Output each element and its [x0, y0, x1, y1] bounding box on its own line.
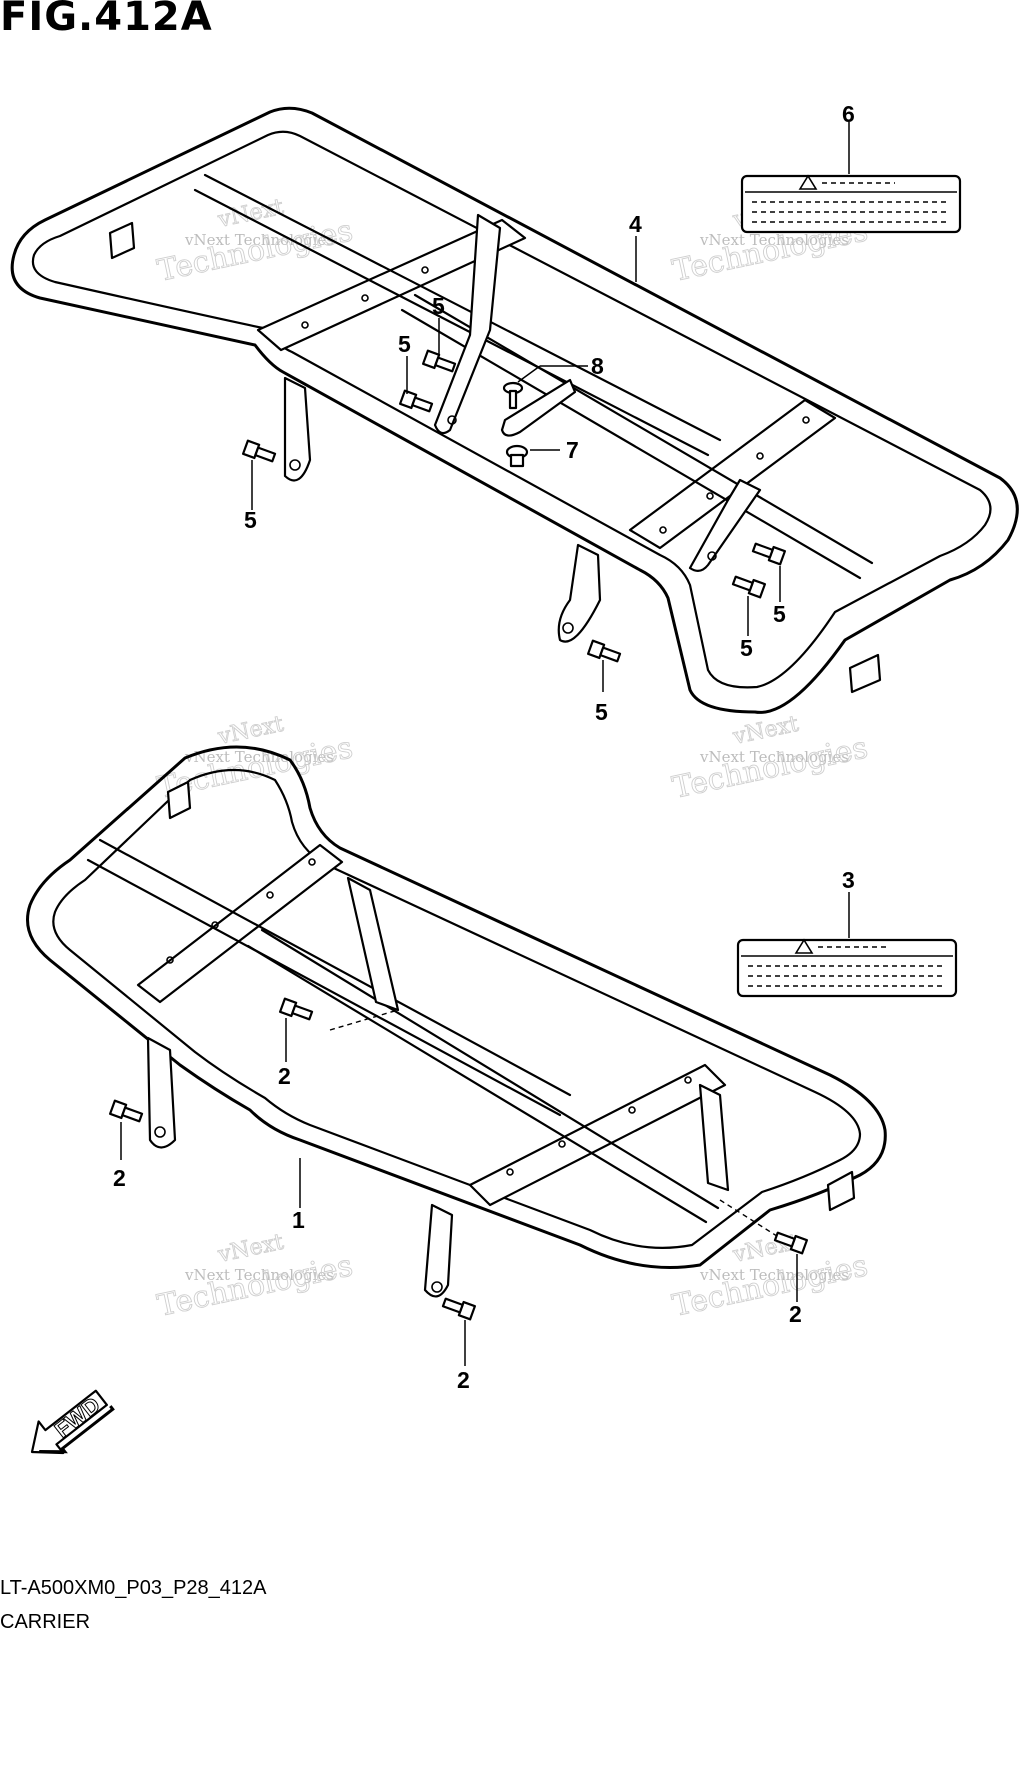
front-carrier-stay-left [86, 838, 572, 1117]
figure-code: LT-A500XM0_P03_P28_412A [0, 1577, 267, 1599]
bolt-5f [751, 542, 787, 566]
bolt-5e [731, 575, 767, 599]
nut-7 [505, 444, 529, 468]
front-carrier-stay-center [246, 928, 720, 1224]
rear-carrier-stay-left [193, 173, 722, 457]
callout-5-top: 5 [432, 293, 445, 319]
callout-6: 6 [842, 101, 855, 127]
rear-carrier-end-cap-rear [848, 653, 882, 694]
callout-2-b: 2 [113, 1165, 126, 1191]
callout-5-right-a: 5 [773, 601, 786, 627]
front-carrier-end-cap-front [166, 780, 192, 820]
callout-2-a: 2 [278, 1063, 291, 1089]
front-carrier-hidden-line-left [329, 1009, 399, 1031]
rear-carrier-leg-inner-left [433, 213, 502, 435]
callout-5-right-b: 5 [740, 635, 753, 661]
front-carrier [26, 745, 887, 1298]
bolt-5a [241, 439, 277, 463]
rear-carrier [10, 106, 1019, 714]
rear-carrier-inner-bracket [500, 378, 577, 437]
front-carrier-inner-tube [52, 768, 862, 1249]
warning-label-part-6 [740, 174, 962, 234]
watermark-6: vNext vNext Technologies Technologies [669, 1229, 871, 1324]
callout-3: 3 [842, 867, 855, 893]
watermark-text: vNext [730, 712, 801, 750]
watermark-1: vNext vNext Technologies Technologies [154, 194, 356, 289]
watermark-text: vNext Technologies [184, 748, 334, 766]
callout-1: 1 [292, 1207, 305, 1233]
bolt-5b [421, 349, 457, 373]
front-carrier-hidden-line-right [719, 1199, 781, 1239]
callout-4: 4 [629, 211, 642, 237]
rear-carrier-rear-crossbar [628, 398, 837, 550]
front-carrier-bolt-holes [166, 858, 692, 1176]
callout-2-c: 2 [789, 1301, 802, 1327]
watermark-4: vNext vNext Technologies Technologies [669, 711, 871, 806]
front-carrier-front-crossbar [136, 843, 344, 1004]
watermark-group: vNext vNext Technologies Technologies vN… [154, 194, 871, 1324]
rear-carrier-leg-front-left [283, 376, 312, 482]
rear-carrier-leg-front-right [557, 543, 602, 643]
watermark-text: vNext Technologies [699, 748, 849, 766]
rear-carrier-front-crossbar [256, 218, 527, 352]
figure-title: FIG.412A [0, 0, 213, 40]
watermark-text: vNext Technologies [184, 231, 334, 249]
callout-2-d: 2 [457, 1367, 470, 1393]
rear-carrier-bolt-holes [301, 236, 810, 534]
rear-carrier-end-cap-front [108, 221, 136, 260]
watermark-5: vNext vNext Technologies Technologies [154, 1229, 356, 1324]
watermark-text: vNext [215, 195, 286, 233]
watermark-text: vNext [215, 712, 286, 750]
bolt-2c [441, 1297, 477, 1321]
rear-carrier-outer-tube [10, 106, 1019, 714]
bolt-5c [398, 389, 434, 413]
front-carrier-end-cap-rear [826, 1170, 856, 1212]
callout-5-bottom: 5 [595, 699, 608, 725]
bolt-5d [586, 639, 622, 663]
callout-8: 8 [591, 353, 604, 379]
screw-8 [502, 381, 524, 410]
callout-7: 7 [566, 437, 579, 463]
front-carrier-outer-tube [26, 745, 887, 1269]
rear-carrier-leg-inner-right [688, 478, 762, 572]
watermark-text: vNext Technologies [699, 231, 849, 249]
callout-5-left: 5 [244, 507, 257, 533]
figure-name: CARRIER [0, 1611, 91, 1633]
leader-lines [120, 122, 850, 1366]
front-carrier-stay-inner-right [698, 1083, 730, 1192]
watermark-text: vNext [215, 1230, 286, 1268]
front-carrier-stay-inner-left [346, 876, 400, 1012]
watermark-text: vNext Technologies [699, 1266, 849, 1284]
callout-5-mid: 5 [398, 331, 411, 357]
bolts [108, 349, 809, 1321]
warning-triangle-icon [798, 174, 818, 190]
callouts: 6 4 5 5 8 7 5 5 5 5 3 2 2 1 2 2 [113, 101, 855, 1393]
front-carrier-leg-left [146, 1036, 177, 1149]
bolt-2d [773, 1231, 809, 1255]
watermark-text: vNext Technologies [184, 1266, 334, 1284]
rear-carrier-inner-tube [31, 130, 992, 689]
bolt-2b [108, 1099, 144, 1123]
warning-label-part-3 [736, 938, 958, 998]
front-carrier-leg-rear [423, 1203, 454, 1298]
bolt-2a [278, 997, 314, 1021]
warning-triangle-icon [794, 938, 814, 954]
forward-direction-arrow: FWD [30, 1389, 115, 1455]
